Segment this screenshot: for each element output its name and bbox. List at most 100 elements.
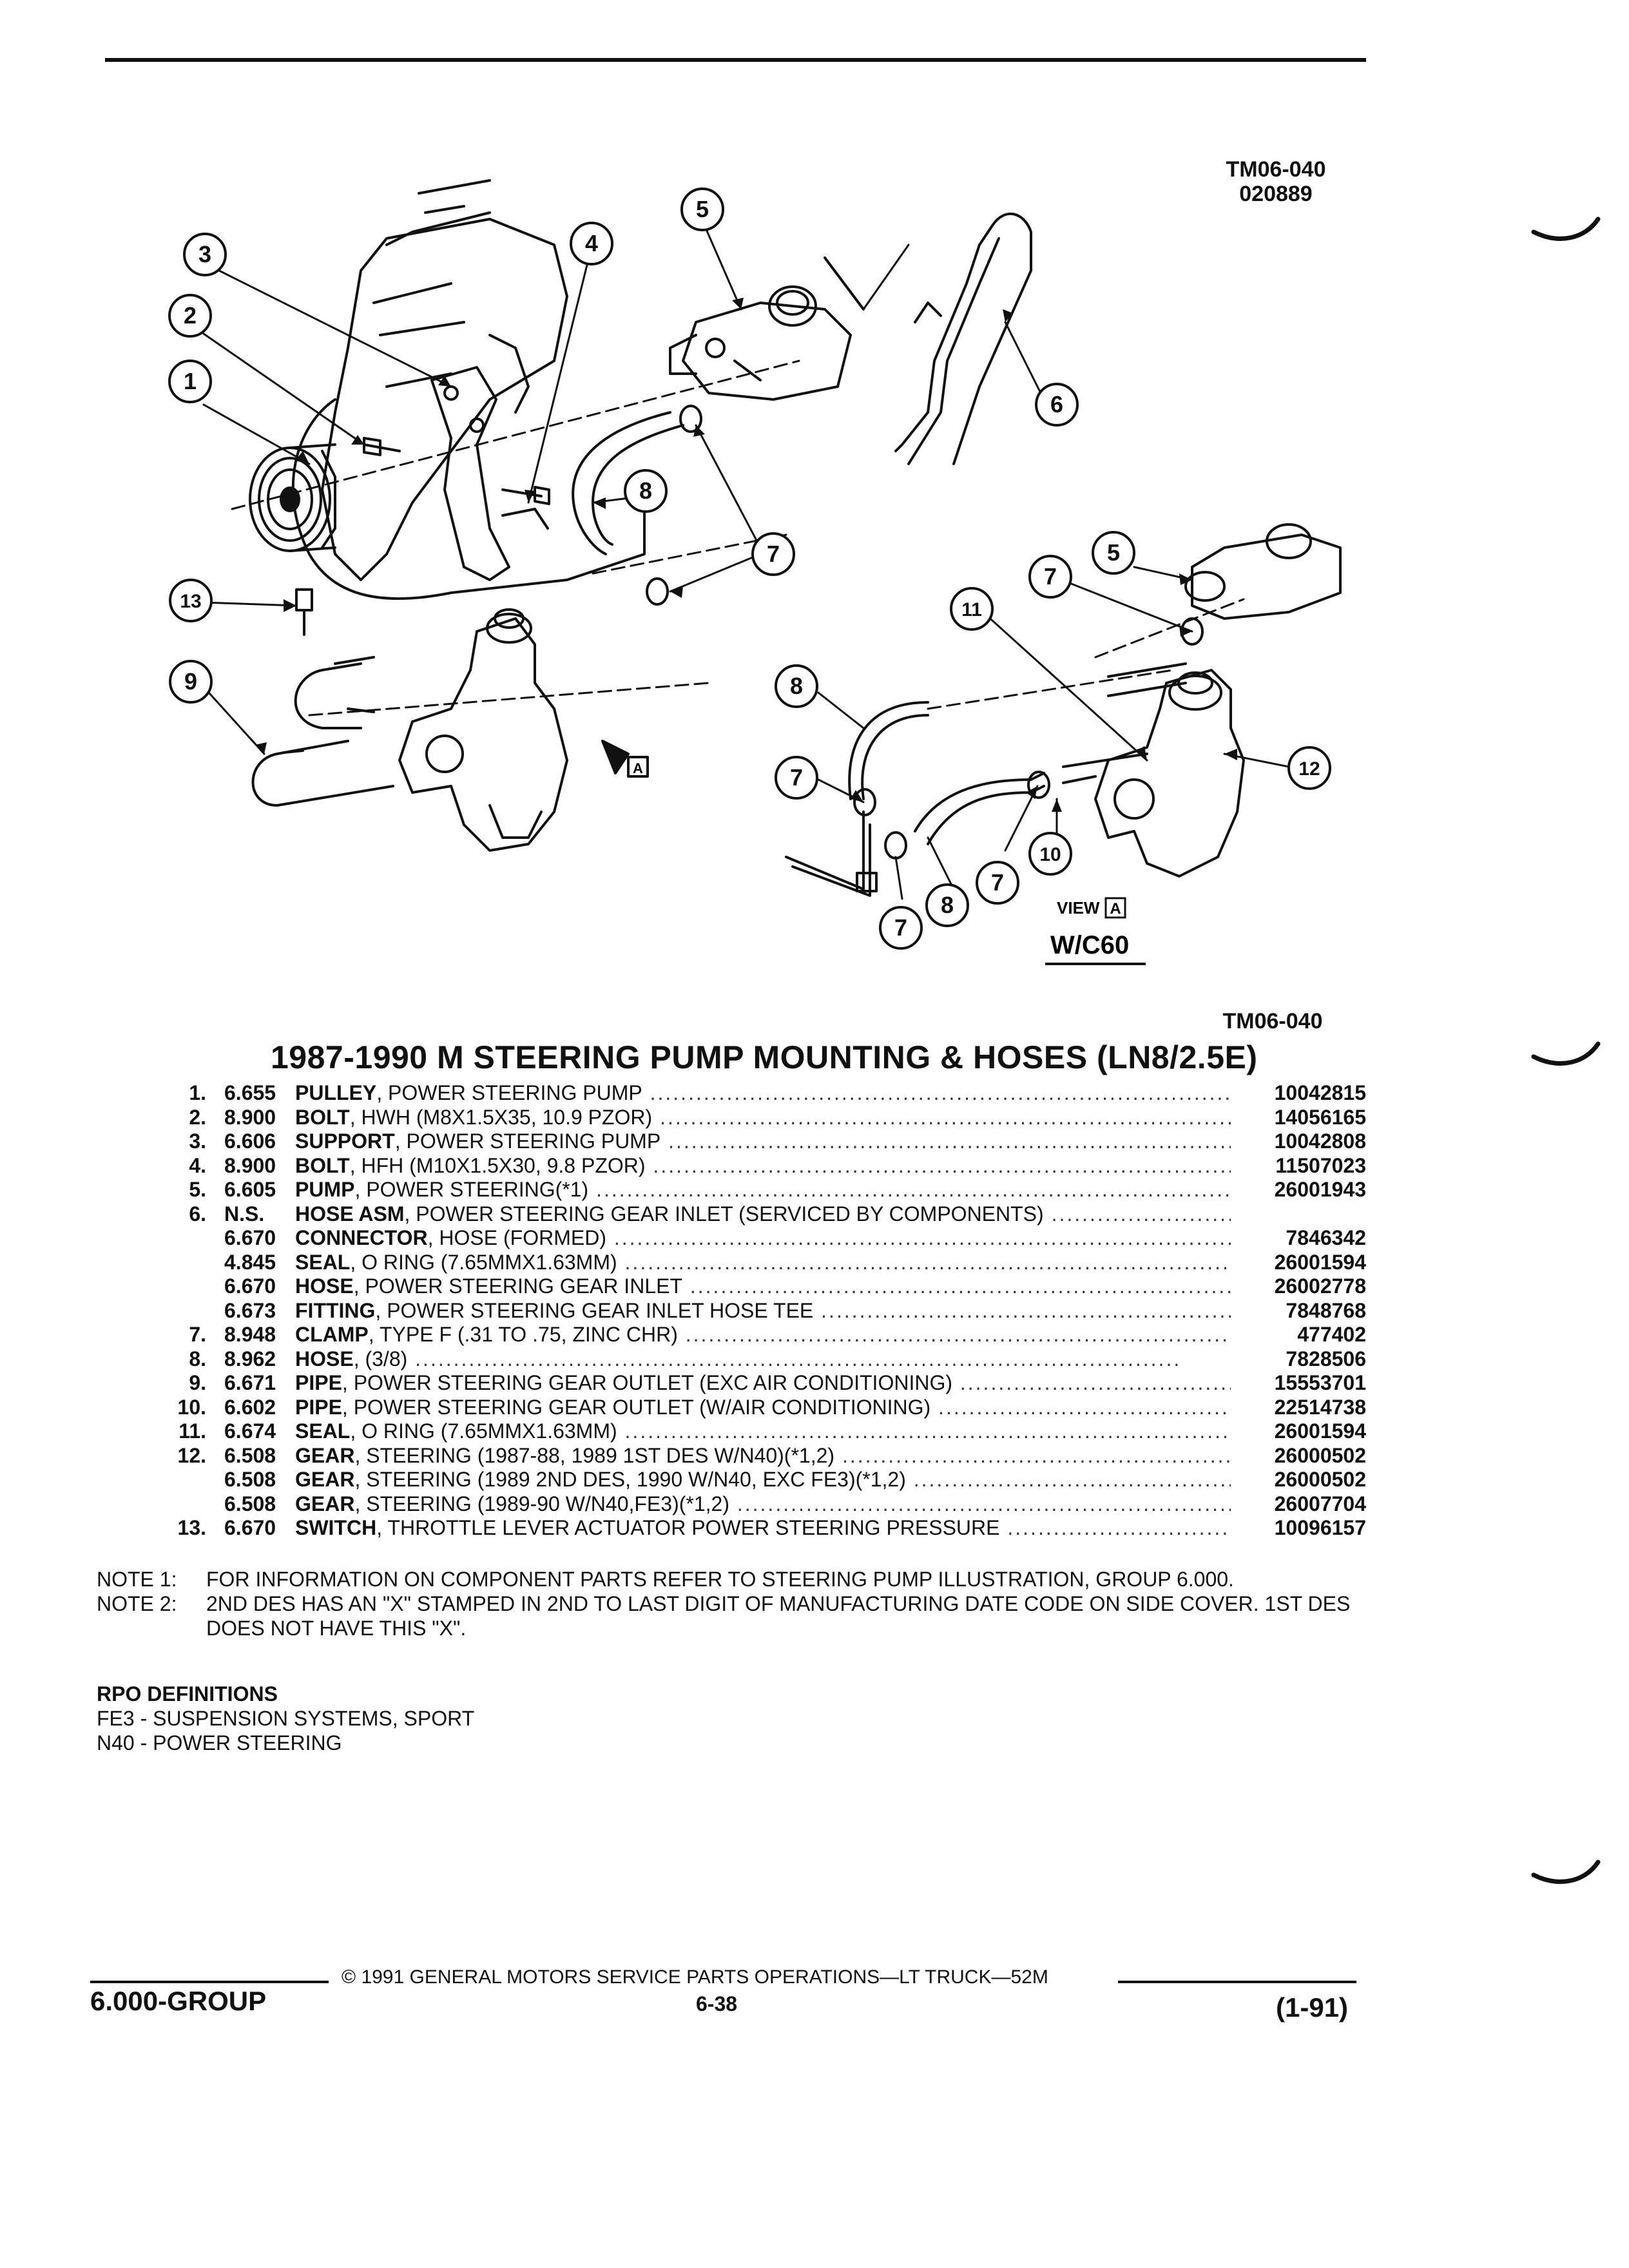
callout-1: 1 <box>168 360 212 403</box>
part-detail: , POWER STEERING GEAR OUTLET (W/AIR COND… <box>342 1395 931 1419</box>
leader-dots: ........................................… <box>624 1419 1231 1443</box>
callout-2: 2 <box>168 294 212 338</box>
rpo-item: N40 - POWER STEERING <box>97 1731 342 1754</box>
callout-13: 13 <box>169 579 213 622</box>
part-name: HOSE <box>295 1274 354 1298</box>
part-group-code: 6.508 <box>224 1468 276 1491</box>
part-detail: , O RING (7.65MMX1.63MM) <box>350 1250 617 1274</box>
part-group-code: 6.670 <box>224 1226 276 1249</box>
part-detail: , POWER STEERING GEAR INLET (SERVICED BY… <box>404 1202 1044 1225</box>
callout-9: 9 <box>169 660 213 704</box>
note-1: NOTE 1: FOR INFORMATION ON COMPONENT PAR… <box>97 1567 1360 1591</box>
leader-dots: ........................................… <box>596 1178 1231 1201</box>
footer-rule-left <box>90 1981 329 1983</box>
part-name: PULLEY <box>295 1081 377 1104</box>
part-index: 13. <box>177 1516 206 1539</box>
part-name: HOSE <box>295 1347 354 1370</box>
leader-dots: ........................................… <box>1007 1516 1231 1539</box>
svg-text:7: 7 <box>894 914 907 941</box>
rpo-item: FE3 - SUSPENSION SYSTEMS, SPORT <box>97 1707 475 1730</box>
part-index: 6. <box>189 1202 206 1225</box>
part-detail: , THROTTLE LEVER ACTUATOR POWER STEERING… <box>376 1516 1000 1539</box>
binder-marks <box>1531 216 1601 1884</box>
part-number: 26001943 <box>1274 1178 1366 1201</box>
svg-text:VIEW: VIEW <box>1057 898 1100 918</box>
part-detail: , POWER STEERING GEAR INLET HOSE TEE <box>375 1298 814 1322</box>
part-group-code: 6.606 <box>224 1129 276 1153</box>
part-detail: , TYPE F (.31 TO .75, ZINC CHR) <box>368 1323 678 1346</box>
arrow-box-label: A <box>633 760 643 776</box>
part-description: SUPPORT, POWER STEERING PUMP ...........… <box>295 1129 1231 1154</box>
part-index: 11. <box>178 1419 206 1443</box>
part-group-code: 8.962 <box>224 1347 276 1370</box>
leader-dots: ........................................… <box>842 1443 1231 1467</box>
part-group-code: 6.508 <box>224 1443 276 1467</box>
leader-dots: ........................................… <box>685 1323 1231 1346</box>
svg-text:7: 7 <box>991 869 1004 896</box>
leader-dots: ........................................… <box>653 1153 1231 1177</box>
svg-text:8: 8 <box>941 892 954 918</box>
callout-6: 6 <box>1035 383 1079 427</box>
part-index: 1. <box>189 1081 206 1104</box>
bolts-part <box>363 437 550 505</box>
callout-7d: 7 <box>976 861 1019 905</box>
note-text: FOR INFORMATION ON COMPONENT PARTS REFER… <box>206 1568 1234 1591</box>
svg-text:7: 7 <box>1044 563 1057 590</box>
part-name: SWITCH <box>295 1516 377 1539</box>
view-a-detail <box>785 523 1342 897</box>
leader-dots: ........................................… <box>689 1274 1231 1298</box>
leader-dots: ........................................… <box>668 1129 1231 1153</box>
part-name: FITTING <box>295 1298 376 1322</box>
part-name: GEAR <box>295 1492 355 1515</box>
part-name: SEAL <box>295 1250 351 1274</box>
part-detail: , O RING (7.65MMX1.63MM) <box>350 1419 617 1443</box>
note-label: NOTE 2: <box>97 1592 177 1615</box>
part-description: BOLT, HFH (M10X1.5X30, 9.8 PZOR) .......… <box>295 1154 1231 1178</box>
part-index: 3. <box>189 1129 206 1153</box>
part-description: FITTING, POWER STEERING GEAR INLET HOSE … <box>295 1299 1231 1323</box>
part-name: CLAMP <box>295 1323 369 1346</box>
figure-code: TM06-040 <box>1226 157 1326 182</box>
part-name: BOLT <box>295 1153 350 1177</box>
svg-text:1: 1 <box>184 368 197 394</box>
part-index: 12. <box>177 1443 206 1467</box>
outlet-pipe-9-part <box>251 656 394 807</box>
part-group-code: 6.673 <box>224 1298 276 1322</box>
svg-text:4: 4 <box>585 230 598 256</box>
part-description: PUMP, POWER STEERING(*1) ...............… <box>295 1178 1231 1202</box>
part-description: CONNECTOR, HOSE (FORMED) ...............… <box>295 1226 1231 1251</box>
part-index: 10. <box>177 1395 206 1419</box>
leader-dots: ........................................… <box>624 1250 1231 1274</box>
callout-7: 7 <box>751 532 795 576</box>
part-name: BOLT <box>295 1105 350 1129</box>
view-a-label: VIEW A W/C60 <box>1045 897 1146 965</box>
figure-date-code: 020889 <box>1239 182 1313 206</box>
leader-dots: ........................................… <box>737 1492 1231 1515</box>
hose-8-part <box>572 411 684 555</box>
part-description: GEAR, STEERING (1989 2ND DES, 1990 W/N40… <box>295 1468 1231 1492</box>
svg-text:W/C60: W/C60 <box>1050 931 1129 959</box>
part-number: 7848768 <box>1286 1298 1366 1322</box>
part-detail: , POWER STEERING GEAR INLET <box>353 1274 682 1298</box>
callout-12: 12 <box>1287 746 1331 790</box>
callout-8b: 8 <box>775 664 818 708</box>
part-detail: , STEERING (1989-90 W/N40,FE3)(*1,2) <box>354 1492 729 1515</box>
svg-text:6: 6 <box>1050 391 1063 418</box>
callout-5: 5 <box>680 187 724 231</box>
part-index: 4. <box>189 1153 206 1177</box>
part-index: 7. <box>189 1323 206 1346</box>
part-row: 3. 6.606 SUPPORT, POWER STEERING PUMP ....… <box>148 1129 1366 1154</box>
part-number: 477402 <box>1297 1323 1366 1346</box>
part-detail: , HWH (M8X1.5X35, 10.9 PZOR) <box>349 1105 653 1129</box>
part-name: GEAR <box>295 1468 355 1491</box>
part-description: SWITCH, THROTTLE LEVER ACTUATOR POWER ST… <box>295 1516 1231 1541</box>
part-name: CONNECTOR <box>295 1226 428 1249</box>
part-description: SEAL, O RING (7.65MMX1.63MM) ...........… <box>295 1251 1231 1275</box>
svg-text:2: 2 <box>184 302 197 329</box>
svg-text:11: 11 <box>961 599 982 620</box>
arrowheads <box>255 298 1237 812</box>
